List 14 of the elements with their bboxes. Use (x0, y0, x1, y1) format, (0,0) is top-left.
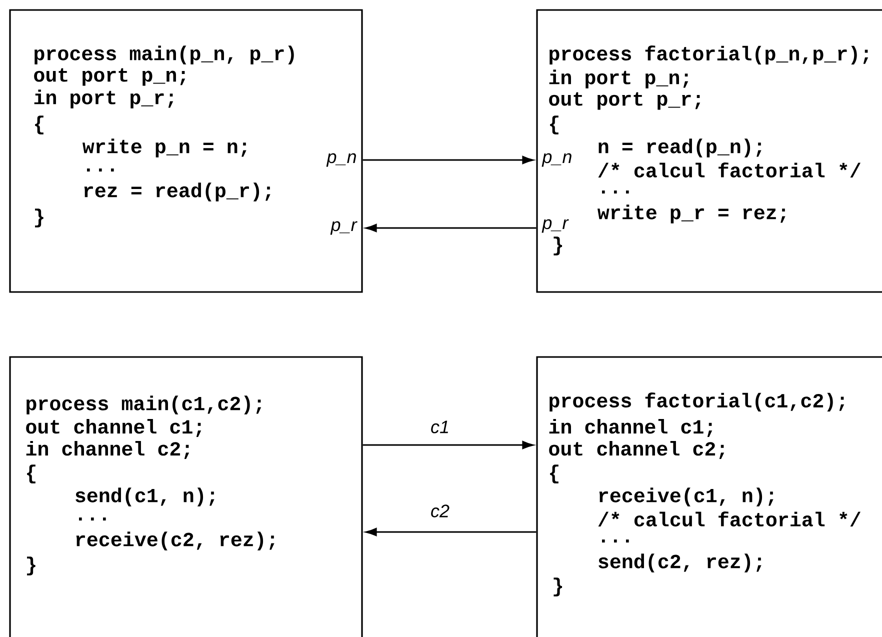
arrow (365, 528, 536, 536)
arrow (362, 156, 534, 164)
process-box: process factorial(c1,c2); in channel c1; out channel c2; { receive(c1, n); /* calcul factorial */ ... send(c2, rez); } (536, 356, 882, 637)
edge-label: c2 (430, 504, 451, 518)
port-label: p_r (542, 219, 569, 233)
port-label: p_r (330, 221, 358, 235)
arrow (365, 224, 536, 232)
port-label: p_n (542, 153, 572, 167)
process-box: process main(p_n, p_r) out port p_n; in port p_r; { write p_n = n; ... rez = read(p_r); } p_n p_r (9, 9, 363, 293)
arrow (362, 440, 534, 450)
process-box: process factorial(p_n,p_r); in port p_n; out port p_r; { n = read(p_n); /* calcul factorial */ ... write p_r = rez; } p_n p_r (536, 9, 882, 293)
edge-label: c1 (430, 420, 451, 434)
port-label: p_n (326, 153, 356, 167)
process-box: process main(c1,c2); out channel c1; in channel c2; { send(c1, n); ... receive(c2, rez); } (9, 356, 363, 637)
